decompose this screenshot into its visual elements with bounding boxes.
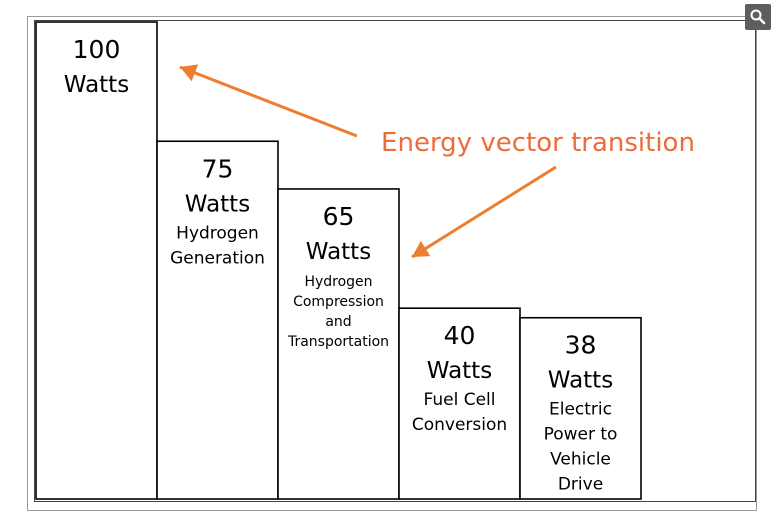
bar-description-line: Fuel Cell — [424, 390, 496, 410]
magnifier-icon — [750, 9, 766, 25]
bar-value-label: 75 — [202, 154, 234, 183]
arrow-to-third-bar-shaft — [411, 165, 557, 259]
arrow-to-first-bar-head — [180, 64, 199, 82]
bar-value-label: 100 — [73, 35, 121, 64]
zoom-button[interactable] — [745, 4, 771, 30]
bars-group: 100Watts75WattsHydrogenGeneration65Watts… — [35, 21, 642, 500]
arrow-to-third-bar-head — [412, 240, 431, 257]
bar-description-line: Power to — [544, 425, 618, 445]
bar-value-label: 38 — [565, 331, 597, 360]
bar-description-line: Hydrogen — [304, 274, 372, 290]
bar-description-line: Hydrogen — [176, 223, 259, 243]
bar-1 — [35, 21, 158, 500]
bar-unit-label: Watts — [306, 239, 371, 265]
bar-4 — [398, 307, 521, 500]
bar-description-line: Transportation — [287, 334, 389, 350]
bar-2 — [156, 140, 279, 500]
bar-unit-label: Watts — [548, 368, 613, 394]
bar-unit-label: Watts — [427, 358, 492, 384]
bar-description-line: Conversion — [412, 415, 507, 435]
bar-value-label: 40 — [444, 321, 476, 350]
bar-5 — [519, 316, 642, 500]
arrows-group — [179, 64, 557, 259]
bar-description-line: Generation — [170, 248, 265, 268]
bar-description-line: Electric — [549, 400, 612, 420]
bar-unit-label: Watts — [185, 191, 250, 217]
bar-3 — [277, 188, 400, 500]
bar-value-label: 65 — [323, 202, 355, 231]
bar-description-line: Compression — [293, 294, 384, 310]
bar-unit-label: Watts — [64, 72, 129, 98]
arrow-to-first-bar-shaft — [179, 65, 358, 138]
annotation-label: Energy vector transition — [381, 128, 695, 158]
bar-description-line: and — [325, 314, 351, 330]
bar-description-line: Vehicle — [550, 450, 611, 470]
bar-description-line: Drive — [558, 475, 603, 495]
